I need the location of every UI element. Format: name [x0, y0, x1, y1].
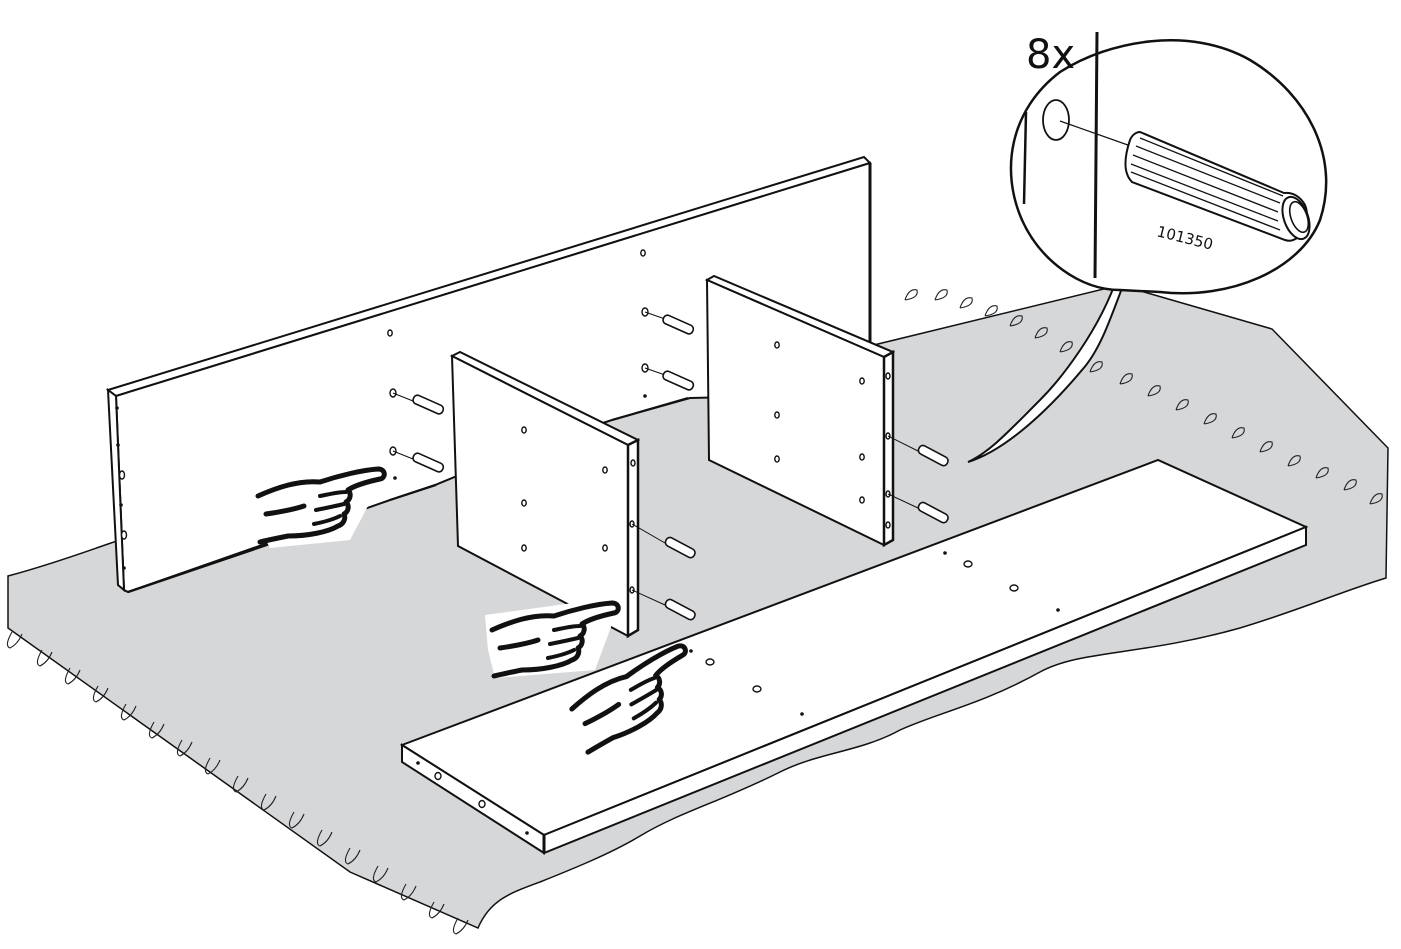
left-divider-panel [449, 350, 641, 639]
right-divider-panel [704, 274, 896, 548]
dowel-closeup-icon [1124, 130, 1311, 242]
rug-fringe-left [6, 631, 469, 935]
quantity-label: 8x [1026, 32, 1075, 78]
dowel-icon [644, 311, 695, 335]
dowels [392, 311, 949, 621]
dowel-icon [887, 435, 949, 467]
pointing-hand-icon [485, 598, 618, 678]
dowel-icon [392, 392, 445, 415]
rug [6, 284, 1389, 935]
dowel-icon [392, 450, 445, 473]
lying-panel [399, 458, 1309, 855]
dowel-icon [887, 493, 949, 524]
pointing-hand-icon [250, 462, 386, 548]
dowel-icon [644, 367, 695, 391]
dowel-icon [631, 523, 696, 559]
rug-surface [7, 284, 1389, 929]
back-panel-holes [118, 249, 649, 540]
rug-fringe-right [904, 289, 1383, 505]
dowel-icon [631, 589, 696, 621]
magnifier-callout-icon: 8x 101350 [967, 31, 1328, 463]
